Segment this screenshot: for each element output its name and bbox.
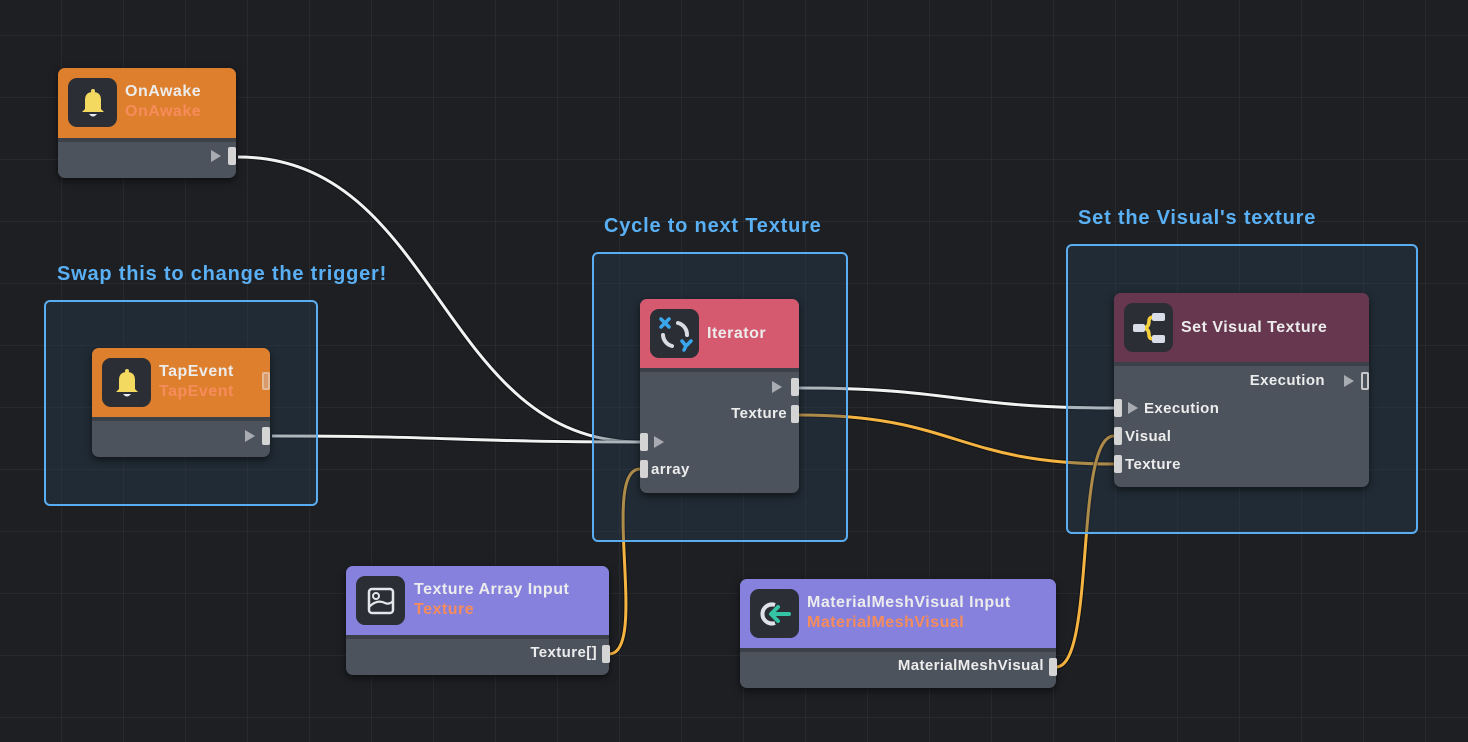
exec-out-port[interactable] [791,378,799,396]
node-subtitle: Texture [414,601,475,618]
node-title: OnAwake [125,83,202,100]
cycle-icon [650,309,699,358]
node-header: Texture Array Input Texture [346,566,609,639]
input-label-execution: Execution [1144,400,1220,417]
node-title: TapEvent [159,363,234,380]
material-mesh-visual-out-port[interactable] [1049,658,1057,676]
exec-arrow-icon [1128,402,1138,414]
bell-icon [102,358,151,407]
exec-in-port[interactable] [640,433,648,451]
texture-array-out-port[interactable] [602,645,610,663]
exec-arrow-icon [772,381,782,393]
input-label-array: array [651,461,690,478]
input-label-texture: Texture [1125,456,1181,473]
node-header: Set Visual Texture [1114,293,1369,366]
node-subtitle: MaterialMeshVisual [807,614,965,631]
exec-out-port[interactable] [262,427,270,445]
exec-arrow-icon [1344,375,1354,387]
node-subtitle: TapEvent [159,383,234,400]
execution-wire[interactable] [271,434,641,444]
node-iterator[interactable]: Iterator Texture array [640,299,799,493]
header-port[interactable] [262,372,270,390]
node-title: Texture Array Input [414,581,570,598]
visual-in-port[interactable] [1114,427,1122,445]
exec-arrow-icon [654,436,664,448]
comment-title-cycle[interactable]: Cycle to next Texture [604,215,822,237]
node-title: Iterator [707,325,767,342]
exec-arrow-icon [211,150,221,162]
input-label-visual: Visual [1125,428,1172,445]
comment-title-trigger[interactable]: Swap this to change the trigger! [57,263,388,285]
node-material-mesh-visual-input[interactable]: MaterialMeshVisual Input MaterialMeshVis… [740,579,1057,688]
output-label-texture-array: Texture[] [530,644,597,661]
node-header: TapEvent TapEvent [92,348,270,421]
node-set-visual-texture[interactable]: Set Visual Texture Execution Execution V… [1114,293,1369,487]
wire-shadow [271,433,641,445]
array-in-port[interactable] [640,460,648,478]
node-texture-array-input[interactable]: Texture Array Input Texture Texture[] [346,566,610,675]
output-label-execution: Execution [1249,372,1325,389]
node-header: MaterialMeshVisual Input MaterialMeshVis… [740,579,1056,652]
branch-icon [1124,303,1173,352]
texture-out-port[interactable] [791,405,799,423]
exec-out-port[interactable] [1361,372,1369,390]
node-on-awake[interactable]: OnAwake OnAwake [58,68,236,178]
exec-arrow-icon [245,430,255,442]
input-arrow-icon [750,589,799,638]
output-label-material-mesh-visual: MaterialMeshVisual [897,657,1044,674]
exec-out-port[interactable] [228,147,236,165]
node-header: Iterator [640,299,799,372]
node-title: MaterialMeshVisual Input [807,594,1011,611]
node-header: OnAwake OnAwake [58,68,236,142]
texture-in-port[interactable] [1114,455,1122,473]
node-subtitle: OnAwake [125,103,202,120]
node-title: Set Visual Texture [1181,319,1328,336]
output-label-texture: Texture [731,405,787,422]
bell-icon [68,78,117,127]
node-tap-event[interactable]: TapEvent TapEvent [92,348,270,457]
exec-in-port[interactable] [1114,399,1122,417]
image-icon [356,576,405,625]
comment-title-set[interactable]: Set the Visual's texture [1078,207,1317,229]
